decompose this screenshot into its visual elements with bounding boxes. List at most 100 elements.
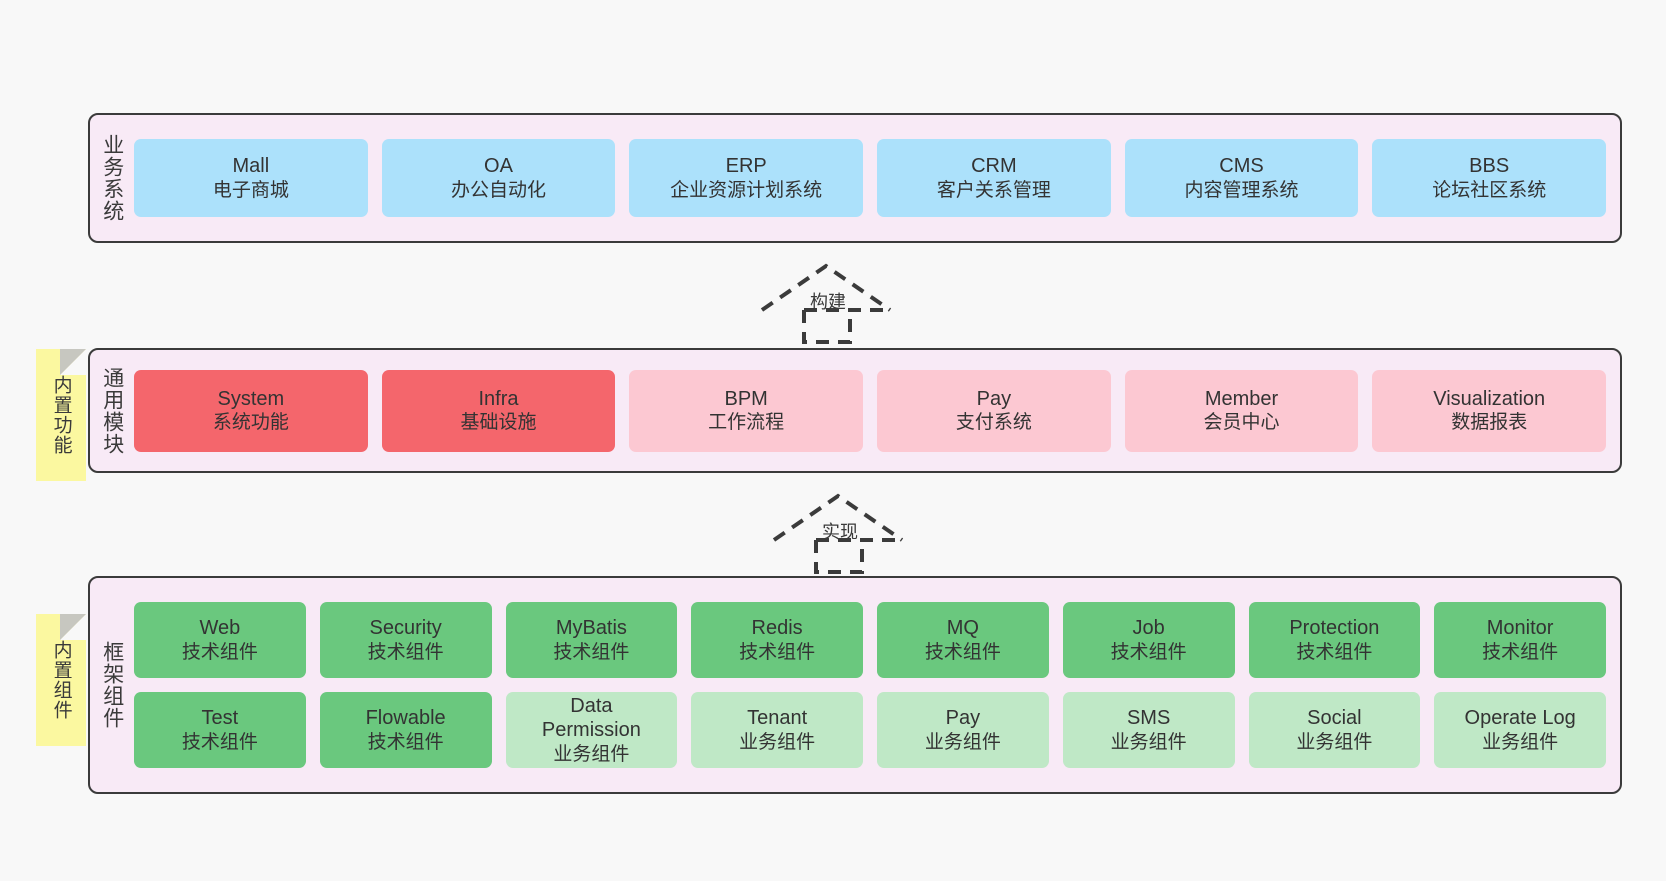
connector-build-arrow: [760, 263, 892, 344]
card-title-en: BBS: [1469, 155, 1510, 178]
card-title-cn: 业务组件: [553, 743, 630, 765]
connector-implement-arrow: [772, 493, 904, 574]
card-job[interactable]: Job 技术组件: [1062, 602, 1235, 678]
card-protection[interactable]: Protection 技术组件: [1248, 602, 1421, 678]
card-title-en: Test: [201, 707, 239, 730]
connector-build-label: 构建: [810, 292, 846, 312]
card-title-cn: 技术组件: [367, 641, 444, 663]
note-builtin-features: 内置功能: [36, 349, 86, 481]
card-title-cn: 业务组件: [1110, 731, 1187, 753]
card-title-cn: 业务组件: [739, 731, 816, 753]
layer-business-system: 业务系统 Mall 电子商城 OA 办公自动化 ERP 企业资源计划系统 CRM…: [88, 113, 1622, 243]
card-test[interactable]: Test 技术组件: [134, 692, 306, 768]
card-title-cn: 业务组件: [1296, 731, 1373, 753]
framework-row-business: Test 技术组件 Flowable 技术组件 Data Permission …: [134, 692, 1606, 768]
card-title-cn: 企业资源计划系统: [670, 179, 823, 201]
layer-body-common-modules: System 系统功能 Infra 基础设施 BPM 工作流程 Pay 支付系统…: [134, 350, 1620, 471]
card-system[interactable]: System 系统功能: [134, 369, 368, 452]
card-title-en: ERP: [725, 155, 767, 178]
card-title-en: MQ: [946, 617, 979, 640]
note-builtin-components: 内置组件: [36, 614, 86, 746]
layer-body-framework-components: Web 技术组件 Security 技术组件 MyBatis 技术组件 Redi…: [134, 578, 1620, 792]
card-operate-log[interactable]: Operate Log 业务组件: [1434, 692, 1606, 768]
card-title-en: Flowable: [365, 707, 446, 730]
card-title-cn: 技术组件: [739, 641, 816, 663]
layer-title-business-system: 业务系统: [100, 134, 124, 222]
connector-implement-label: 实现: [822, 522, 858, 542]
card-title-en: System: [217, 387, 285, 410]
layer-common-modules: 通用模块 System 系统功能 Infra 基础设施 BPM 工作流程 Pay…: [88, 348, 1622, 473]
framework-row-tech: Web 技术组件 Security 技术组件 MyBatis 技术组件 Redi…: [134, 602, 1606, 678]
card-bpm[interactable]: BPM 工作流程: [629, 369, 864, 452]
card-sms[interactable]: SMS 业务组件: [1062, 692, 1235, 768]
card-title-cn: 办公自动化: [451, 179, 547, 201]
card-title-cn: 支付系统: [955, 412, 1032, 434]
card-title-cn: 论坛社区系统: [1432, 179, 1547, 201]
card-title-cn: 技术组件: [1296, 641, 1373, 663]
card-flowable[interactable]: Flowable 技术组件: [319, 692, 492, 768]
card-oa[interactable]: OA 办公自动化: [381, 139, 616, 217]
layer-body-business-system: Mall 电子商城 OA 办公自动化 ERP 企业资源计划系统 CRM 客户关系…: [134, 115, 1620, 241]
card-title-en: Visualization: [1433, 387, 1546, 410]
card-member[interactable]: Member 会员中心: [1124, 369, 1359, 452]
note-label: 内置组件: [50, 640, 72, 720]
layer-framework-components: 框架组件 Web 技术组件 Security 技术组件 MyBatis 技术组件…: [88, 576, 1622, 794]
note-fold-corner-icon: [60, 614, 86, 640]
card-title-en: Data Permission: [541, 695, 641, 742]
card-title-cn: 会员中心: [1203, 412, 1280, 434]
card-pay-module[interactable]: Pay 支付系统: [877, 369, 1111, 452]
card-title-en: OA: [484, 155, 513, 178]
card-title-cn: 业务组件: [1482, 731, 1559, 753]
card-title-cn: 基础设施: [460, 412, 537, 434]
card-title-en: BPM: [724, 387, 768, 410]
card-data-permission[interactable]: Data Permission 业务组件: [505, 692, 678, 768]
card-title-en: Member: [1204, 387, 1279, 410]
card-title-en: CMS: [1219, 155, 1264, 178]
card-social[interactable]: Social 业务组件: [1248, 692, 1421, 768]
card-title-en: CRM: [971, 155, 1017, 178]
card-title-cn: 技术组件: [367, 731, 444, 753]
card-title-en: Redis: [751, 617, 803, 640]
card-mq[interactable]: MQ 技术组件: [877, 602, 1049, 678]
card-web[interactable]: Web 技术组件: [134, 602, 306, 678]
card-title-en: MyBatis: [555, 617, 627, 640]
card-title-en: Web: [199, 617, 241, 640]
card-title-en: Pay: [976, 387, 1012, 410]
card-erp[interactable]: ERP 企业资源计划系统: [629, 139, 864, 217]
card-title-cn: 技术组件: [181, 731, 258, 753]
card-pay-component[interactable]: Pay 业务组件: [877, 692, 1049, 768]
card-title-cn: 技术组件: [1482, 641, 1559, 663]
card-bbs[interactable]: BBS 论坛社区系统: [1372, 139, 1607, 217]
card-visualization[interactable]: Visualization 数据报表: [1372, 369, 1607, 452]
card-title-en: Pay: [945, 707, 981, 730]
card-title-cn: 技术组件: [553, 641, 630, 663]
card-title-en: Security: [369, 617, 442, 640]
card-redis[interactable]: Redis 技术组件: [691, 602, 863, 678]
card-infra[interactable]: Infra 基础设施: [381, 369, 616, 452]
card-title-cn: 技术组件: [924, 641, 1001, 663]
card-security[interactable]: Security 技术组件: [319, 602, 492, 678]
card-title-en: Mall: [232, 155, 270, 178]
card-title-cn: 数据报表: [1451, 412, 1528, 434]
card-mall[interactable]: Mall 电子商城: [134, 139, 368, 217]
card-title-en: Social: [1307, 707, 1362, 730]
layer-title-framework-components: 框架组件: [100, 641, 124, 729]
connector-build: 构建: [760, 262, 910, 344]
note-label: 内置功能: [50, 375, 72, 455]
card-crm[interactable]: CRM 客户关系管理: [877, 139, 1111, 217]
card-title-cn: 电子商城: [212, 179, 289, 201]
card-title-cn: 客户关系管理: [936, 179, 1051, 201]
card-title-en: SMS: [1126, 707, 1171, 730]
card-title-cn: 系统功能: [212, 412, 289, 434]
card-title-cn: 工作流程: [708, 412, 785, 434]
card-cms[interactable]: CMS 内容管理系统: [1124, 139, 1359, 217]
card-tenant[interactable]: Tenant 业务组件: [691, 692, 863, 768]
card-title-cn: 技术组件: [1110, 641, 1187, 663]
card-title-en: Tenant: [747, 707, 808, 730]
card-title-en: Monitor: [1486, 617, 1554, 640]
card-title-en: Protection: [1289, 617, 1380, 640]
card-title-cn: 技术组件: [181, 641, 258, 663]
card-mybatis[interactable]: MyBatis 技术组件: [505, 602, 678, 678]
card-monitor[interactable]: Monitor 技术组件: [1434, 602, 1606, 678]
